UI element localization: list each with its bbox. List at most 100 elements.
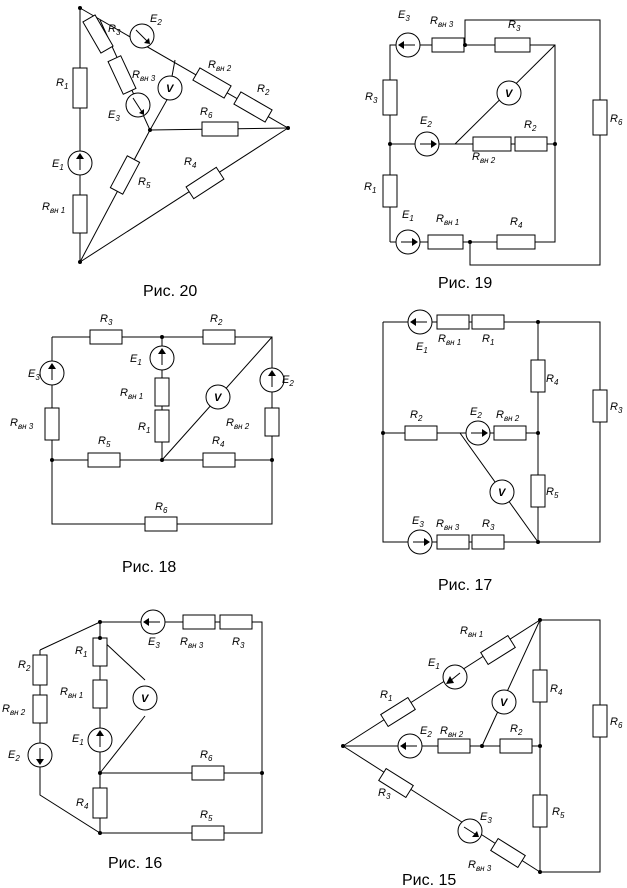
fig18-r4 — [202, 452, 236, 468]
svg-text:E1: E1 — [52, 158, 64, 172]
svg-text:R5: R5 — [552, 806, 565, 820]
svg-text:R2: R2 — [210, 313, 223, 327]
fig16-voltmeter-icon — [132, 685, 158, 711]
svg-text:Rвн 1: Rвн 1 — [120, 387, 143, 401]
svg-text:R2: R2 — [410, 409, 423, 423]
fig17-r1 — [471, 314, 505, 330]
svg-text:R1: R1 — [56, 77, 68, 91]
svg-text:R6: R6 — [200, 749, 213, 763]
fig19-r1 — [382, 174, 398, 208]
svg-text:Rвн 1: Rвн 1 — [60, 686, 83, 700]
svg-text:Rвн 1: Rвн 1 — [436, 213, 459, 227]
svg-text:Rвн 1: Rвн 1 — [460, 625, 483, 639]
fig19-voltmeter-icon — [496, 80, 522, 106]
svg-text:E3: E3 — [398, 9, 410, 23]
fig18-r6 — [144, 516, 178, 532]
svg-text:E3: E3 — [108, 109, 120, 123]
svg-text:Rвн 2: Rвн 2 — [472, 151, 496, 165]
fig19-caption: Рис. 19 — [438, 275, 492, 292]
fig20-caption: Рис. 20 — [143, 283, 197, 300]
fig20-r5 — [109, 155, 141, 195]
fig17-rvn2 — [493, 425, 527, 441]
fig18-rvn2 — [264, 407, 280, 437]
fig17-rvn3 — [436, 534, 470, 550]
svg-text:R6: R6 — [610, 716, 623, 730]
fig16-caption: Рис. 16 — [108, 855, 162, 872]
fig15-rvn1 — [480, 634, 516, 666]
fig19-r2 — [514, 136, 548, 152]
fig16-rvn3 — [182, 614, 216, 630]
fig20-voltmeter-icon — [157, 75, 183, 101]
fig17-voltmeter-icon — [489, 479, 515, 505]
fig19-r3-top — [494, 37, 531, 53]
fig15-r2 — [499, 738, 533, 754]
svg-text:R3: R3 — [378, 787, 391, 801]
svg-text:E2: E2 — [8, 749, 20, 763]
fig19-rvn1 — [427, 234, 464, 250]
fig15-voltmeter-label: V — [500, 697, 509, 709]
fig16-rvn2 — [32, 694, 48, 724]
svg-text:R1: R1 — [138, 421, 150, 435]
fig18-rvn1 — [154, 377, 170, 407]
fig18-voltmeter-icon — [205, 384, 231, 410]
svg-text:E1: E1 — [402, 209, 414, 223]
svg-text:R1: R1 — [482, 333, 494, 347]
fig17-voltmeter-label: V — [498, 487, 507, 499]
fig19-voltmeter-label: V — [505, 88, 514, 100]
svg-text:R3: R3 — [100, 313, 113, 327]
svg-text:R4: R4 — [546, 373, 559, 387]
fig16-r1 — [92, 637, 108, 667]
svg-text:Rвн 2: Rвн 2 — [2, 703, 26, 717]
svg-text:R6: R6 — [610, 113, 623, 127]
svg-text:R5: R5 — [200, 809, 213, 823]
fig20-circuit: V R1 Rвн 1 E1 R3 E2 Rвн 3 E3 Rвн 2 R2 R6… — [42, 6, 290, 300]
fig20-r6 — [201, 121, 239, 137]
fig16-r4 — [92, 787, 108, 819]
fig15-r1 — [380, 696, 416, 728]
svg-text:R2: R2 — [524, 119, 537, 133]
fig20-rvn2 — [192, 67, 232, 99]
svg-text:R4: R4 — [510, 216, 523, 230]
svg-text:Rвн 3: Rвн 3 — [10, 417, 34, 431]
svg-text:R1: R1 — [380, 689, 392, 703]
svg-text:E3: E3 — [412, 515, 424, 529]
svg-text:E2: E2 — [470, 406, 482, 420]
fig15-circuit: V Rвн 1 E1 R1 E2 Rвн 2 R2 R4 R6 R3 R5 E3… — [341, 618, 623, 888]
fig18-r2 — [202, 329, 236, 345]
fig15-r5 — [532, 794, 548, 828]
fig15-r3 — [378, 767, 414, 799]
fig17-r4 — [530, 359, 546, 393]
fig19-r4 — [496, 234, 536, 250]
fig18-r1 — [154, 409, 170, 443]
svg-text:E2: E2 — [150, 13, 162, 27]
svg-text:R5: R5 — [138, 176, 151, 190]
svg-text:R2: R2 — [257, 83, 270, 97]
fig17-r5 — [530, 474, 546, 508]
svg-text:E1: E1 — [130, 353, 142, 367]
fig16-r2 — [32, 654, 48, 686]
fig17-circuit: V E1 Rвн 1 R1 R4 R3 R2 E2 Rвн 2 R5 E3 Rв… — [381, 309, 623, 594]
fig16-circuit: V R2 Rвн 2 E2 R1 Rвн 1 E1 R4 E3 Rвн 3 R3… — [2, 609, 264, 872]
fig19-rvn2 — [472, 136, 512, 152]
svg-text:Rвн 3: Rвн 3 — [180, 636, 204, 650]
svg-text:Rвн 2: Rвн 2 — [226, 417, 250, 431]
svg-text:E1: E1 — [428, 657, 440, 671]
svg-text:R5: R5 — [98, 435, 111, 449]
svg-text:Rвн 3: Rвн 3 — [436, 518, 460, 532]
fig18-circuit: V R3 R2 E3 E1 E2 Rвн 3 Rвн 1 R1 Rвн 2 R5… — [10, 313, 294, 576]
fig15-caption: Рис. 15 — [402, 872, 456, 888]
svg-text:Rвн 1: Rвн 1 — [42, 201, 65, 215]
svg-text:R2: R2 — [18, 659, 31, 673]
fig20-r1 — [72, 67, 88, 109]
fig15-rvn3 — [490, 837, 526, 869]
svg-text:R4: R4 — [212, 435, 225, 449]
svg-text:E3: E3 — [148, 636, 160, 650]
svg-text:R1: R1 — [75, 645, 87, 659]
svg-text:R3: R3 — [365, 91, 378, 105]
svg-text:R1: R1 — [364, 181, 376, 195]
svg-text:E3: E3 — [28, 368, 40, 382]
fig20-r3 — [82, 14, 114, 54]
fig15-rvn2 — [437, 738, 471, 754]
fig19-circuit: V E3 Rвн 3 R3 R3 E2 R2 Rвн 2 R6 R1 E1 Rв… — [364, 9, 623, 292]
